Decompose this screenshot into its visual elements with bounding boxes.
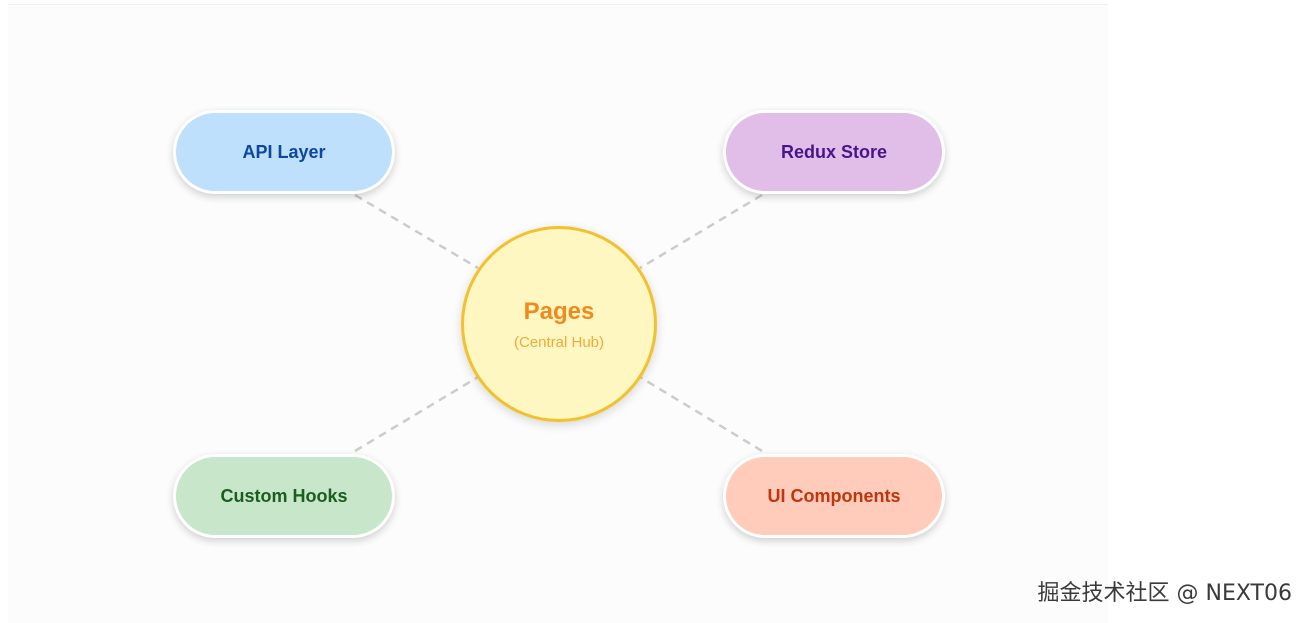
connector-redux-store (639, 193, 763, 270)
node-api-layer-label: API Layer (242, 141, 326, 162)
node-custom-hooks-label: Custom Hooks (220, 485, 348, 506)
node-ui-components-label: UI Components (767, 485, 901, 506)
node-redux-store[interactable]: Redux Store (723, 110, 945, 194)
watermark-text: 掘金技术社区 @ NEXT06 (1037, 581, 1292, 606)
hub-title: Pages (523, 297, 595, 325)
connector-api-layer (354, 193, 479, 270)
connector-ui-components (639, 375, 763, 453)
node-redux-store-label: Redux Store (780, 141, 888, 162)
hub-subtitle: (Central Hub) (513, 333, 605, 351)
connector-custom-hooks (354, 375, 479, 453)
node-pages-hub[interactable]: Pages (Central Hub) (461, 226, 657, 422)
node-api-layer[interactable]: API Layer (173, 110, 395, 194)
node-custom-hooks[interactable]: Custom Hooks (173, 454, 395, 538)
node-ui-components[interactable]: UI Components (723, 454, 945, 538)
